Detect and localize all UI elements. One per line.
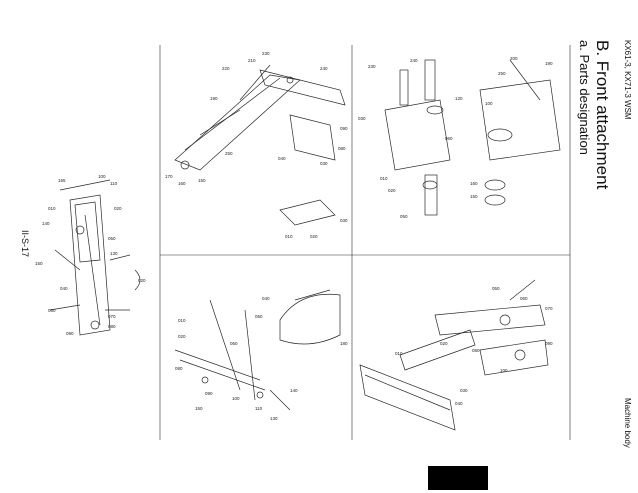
arm-callout: 020 xyxy=(114,206,122,211)
arm-callout: 110 xyxy=(110,181,118,186)
bucket-callout: 060 xyxy=(230,341,238,346)
swing-callout: 020 xyxy=(388,188,396,193)
boom-callout: 030 xyxy=(320,161,328,166)
blade-callouts: 010 020 030 040 050 060 070 080 090 100 xyxy=(395,286,553,406)
swing-callout: 190 xyxy=(545,61,553,66)
arm-callout: 080 xyxy=(108,324,116,329)
arm-callout: 100 xyxy=(98,174,106,179)
swing-callout: 030 xyxy=(358,116,366,121)
arm-callout: 165 xyxy=(58,178,66,183)
bucket-callout: 100 xyxy=(232,396,240,401)
arm-callout: 010 xyxy=(48,206,56,211)
arm-callout: 130 xyxy=(110,251,118,256)
boom-drawing xyxy=(174,64,346,226)
arm-callouts: 165 100 110 010 020 050 140 150 130 040 … xyxy=(35,174,146,336)
bucket-callout: 130 xyxy=(270,416,278,421)
link-callout: 010 xyxy=(285,234,293,239)
boom-callout: 150 xyxy=(198,178,206,183)
arm-callout: 020 xyxy=(138,278,146,283)
swing-callout: 120 xyxy=(455,96,463,101)
boom-callout: 210 xyxy=(248,58,256,63)
bucket-callout: 140 xyxy=(290,388,298,393)
arm-callout: 050 xyxy=(108,236,116,241)
bucket-callout: 090 xyxy=(205,391,213,396)
swing-callout: 010 xyxy=(380,176,388,181)
bucket-callout: 180 xyxy=(340,341,348,346)
arm-callout: 060 xyxy=(48,308,56,313)
bucket-callouts: 010 020 040 050 060 080 090 100 110 130 … xyxy=(175,296,348,421)
arm-drawing xyxy=(49,179,141,336)
blade-callout: 020 xyxy=(440,341,448,346)
boom-callout: 230 xyxy=(262,51,270,56)
bucket-callout: 080 xyxy=(175,366,183,371)
bucket-callout: 040 xyxy=(262,296,270,301)
boom-callout: 190 xyxy=(210,96,218,101)
blade-callout: 090 xyxy=(545,341,553,346)
arm-callout: 090 xyxy=(66,331,74,336)
boom-callout: 250 xyxy=(225,151,233,156)
bucket-callout: 110 xyxy=(255,406,263,411)
boom-callout: 160 xyxy=(178,181,186,186)
swing-bracket-drawing xyxy=(384,59,561,216)
blade-callout: 060 xyxy=(520,296,528,301)
blade-callout: 050 xyxy=(492,286,500,291)
boom-callouts: 210 220 230 240 190 170 160 150 250 040 … xyxy=(165,51,348,239)
boom-callout: 040 xyxy=(278,156,286,161)
link-callout: 020 xyxy=(310,234,318,239)
bucket-callout: 020 xyxy=(178,334,186,339)
swing-callout: 240 xyxy=(410,58,418,63)
boom-callout: 170 xyxy=(165,174,173,179)
swing-callout: 230 xyxy=(368,64,376,69)
boom-callout: 220 xyxy=(222,66,230,71)
blade-callout: 040 xyxy=(455,401,463,406)
blade-drawing xyxy=(359,279,549,431)
blade-callout: 030 xyxy=(460,388,468,393)
blade-callout: 100 xyxy=(500,368,508,373)
arm-callout: 070 xyxy=(108,314,116,319)
swing-callout: 160 xyxy=(470,181,478,186)
bucket-callout: 150 xyxy=(195,406,203,411)
boom-callout: 080 xyxy=(338,146,346,151)
boom-callout: 240 xyxy=(320,66,328,71)
arm-callout: 140 xyxy=(42,221,50,226)
link-callout: 030 xyxy=(340,218,348,223)
swing-callout: 200 xyxy=(510,56,518,61)
bucket-callout: 010 xyxy=(178,318,186,323)
swing-callout: 100 xyxy=(485,101,493,106)
swing-callouts: 230 240 250 200 190 160 150 030 010 020 … xyxy=(358,56,553,219)
blade-callout: 070 xyxy=(545,306,553,311)
bucket-callout: 050 xyxy=(255,314,263,319)
panel-frames xyxy=(159,45,571,440)
swing-callout: 050 xyxy=(400,214,408,219)
arm-callout: 150 xyxy=(35,261,43,266)
redaction-box xyxy=(428,466,488,490)
arm-callout: 040 xyxy=(60,286,68,291)
boom-callout: 090 xyxy=(340,126,348,131)
bucket-drawing xyxy=(174,289,341,411)
swing-callout: 250 xyxy=(498,71,506,76)
swing-callout: 060 xyxy=(445,136,453,141)
blade-callout: 010 xyxy=(395,351,403,356)
swing-callout: 150 xyxy=(470,194,478,199)
blade-callout: 080 xyxy=(472,348,480,353)
